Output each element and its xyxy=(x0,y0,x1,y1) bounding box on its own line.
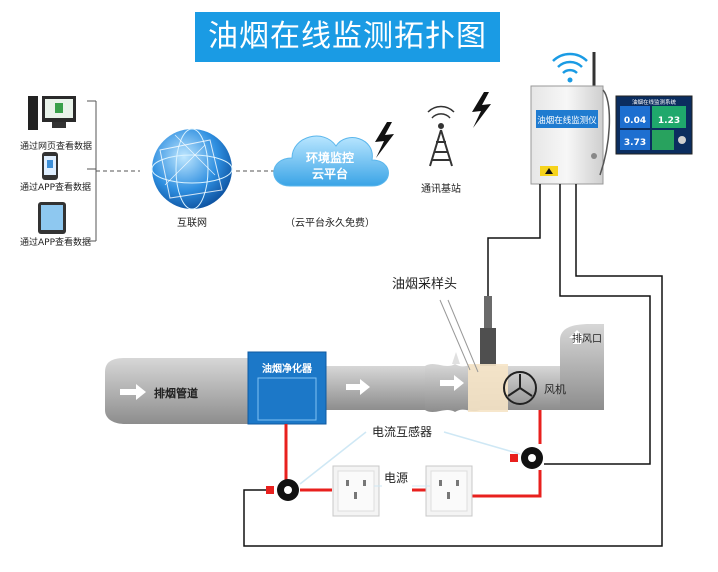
power-socket-icon xyxy=(425,465,473,517)
phone-icon xyxy=(42,152,58,180)
client-app-label: 通过APP查看数据 xyxy=(20,236,91,248)
sampler-leader xyxy=(447,299,479,373)
title-banner xyxy=(195,12,500,62)
fan-label: 风机 xyxy=(544,382,566,396)
purifier-unit xyxy=(247,351,327,425)
cloud-note: （云平台永久免费） xyxy=(285,216,375,229)
cloud-label-line1: 环境监控 xyxy=(306,150,354,165)
internet-label: 互联网 xyxy=(177,217,207,229)
sampler-probe xyxy=(484,296,492,328)
screen-title: 油烟在线监测系统 xyxy=(632,98,677,106)
screen-reading: 0.04 xyxy=(624,116,646,126)
lightning-icon xyxy=(375,122,394,158)
purifier-label: 油烟净化器 xyxy=(262,362,313,375)
pipe-label: 排烟管道 xyxy=(154,386,198,400)
client-web-label: 通过网页查看数据 xyxy=(20,140,92,152)
signal-cable xyxy=(243,184,663,547)
monitor-label: 油烟在线监测仪 xyxy=(537,115,597,126)
fan-icon xyxy=(503,371,537,405)
base-station-label: 通讯基站 xyxy=(421,182,461,195)
desktop-icon xyxy=(28,96,76,130)
screen-reading: 1.23 xyxy=(658,116,680,126)
flow-arrow-icon xyxy=(452,352,460,364)
power-socket-icon xyxy=(332,465,380,517)
ct-label: 电流互感器 xyxy=(372,424,432,439)
signal-cable xyxy=(544,184,651,465)
sampler-label: 油烟采样头 xyxy=(392,277,457,292)
flow-arrow-icon xyxy=(440,375,464,391)
ct-leader xyxy=(443,431,521,455)
client-app-label: 通过APP查看数据 xyxy=(20,181,91,193)
sampler-probe-body xyxy=(480,328,496,374)
outlet-label: 排风口 xyxy=(572,332,602,345)
flow-arrow-icon xyxy=(569,330,585,344)
sampling-point xyxy=(468,364,508,412)
power-label: 电源 xyxy=(384,471,408,485)
base-station-icon xyxy=(427,105,455,167)
monitor-cable xyxy=(599,89,611,176)
globe-icon xyxy=(151,128,233,210)
flow-arrow-icon xyxy=(120,384,146,400)
cloud-label-line2: 云平台 xyxy=(312,166,348,181)
power-wire xyxy=(470,470,542,498)
flow-arrow-icon xyxy=(346,379,370,395)
tablet-icon xyxy=(38,202,66,234)
lightning-icon xyxy=(472,92,491,128)
ct-leader xyxy=(299,431,367,485)
cloud-icon xyxy=(273,135,389,187)
screen-reading: 3.73 xyxy=(624,138,646,148)
duct-pipe xyxy=(105,324,604,424)
ct-sensor-icon xyxy=(266,479,299,501)
ct-sensor-icon xyxy=(510,447,543,469)
sampler-leader xyxy=(439,299,471,371)
wifi-icon xyxy=(552,52,588,83)
page-title: 油烟在线监测拓扑图 xyxy=(208,19,487,54)
monitor-screen xyxy=(615,95,693,155)
monitor-device xyxy=(530,85,604,185)
signal-cable xyxy=(487,184,541,296)
